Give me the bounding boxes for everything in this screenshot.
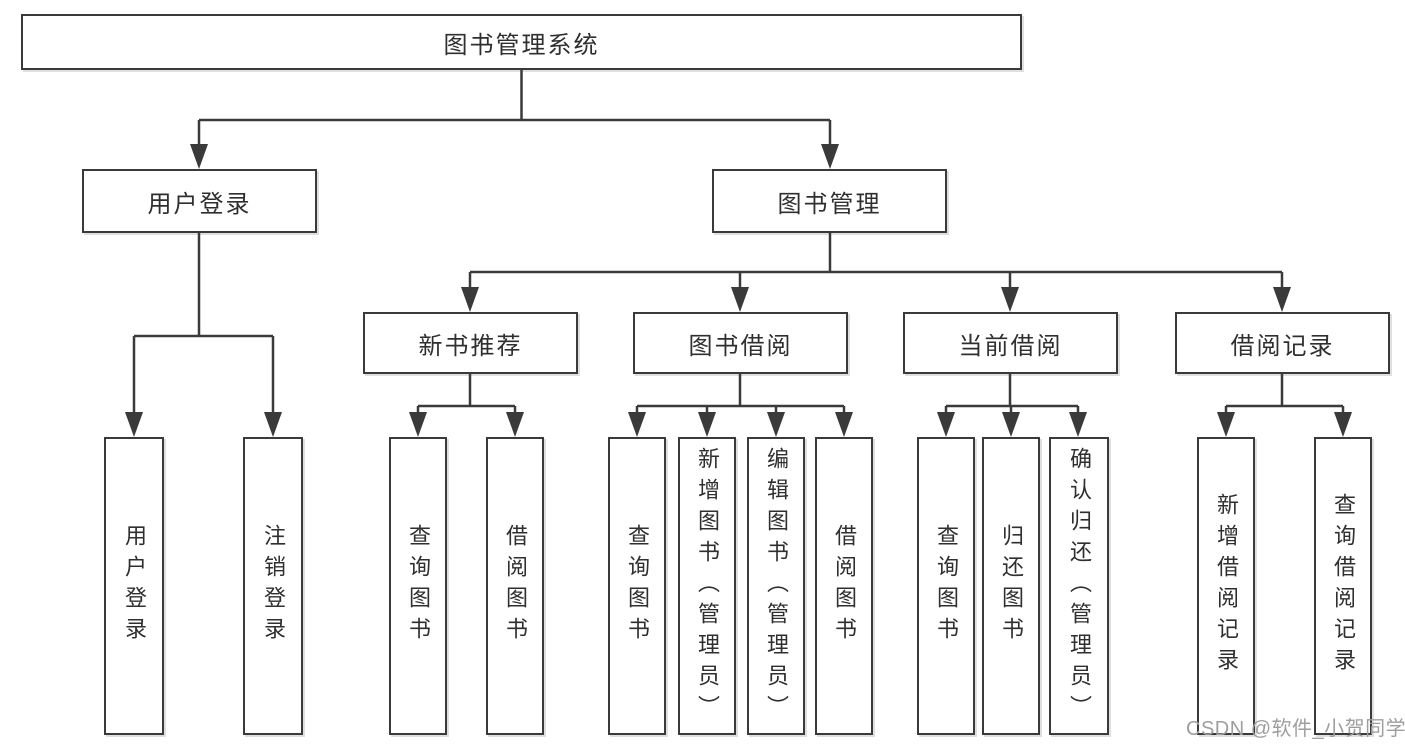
node-label: 查询图书 [625,524,650,648]
node-label: 借阅图书 [832,524,857,648]
node-label: 借阅图书 [503,524,528,648]
node-label: 图书管理系统 [443,31,600,59]
node-label: 查询图书 [934,524,959,648]
leaf-nb-query-books: 查询图书 [389,437,447,735]
leaf-bb-edit-book-admin: 编辑图书（管理员） [747,437,805,735]
leaf-cb-return-books: 归还图书 [982,437,1040,735]
node-label: 当前借阅 [958,332,1063,360]
node-label: 图书借阅 [688,332,793,360]
leaf-cb-confirm-return-admin: 确认归还（管理员） [1049,437,1109,735]
node-user-login: 用户登录 [82,169,317,233]
node-book-management: 图书管理 [712,169,947,233]
connector-book-borrow-branch [628,374,853,437]
connector-root-to-level2 [190,69,839,169]
node-label: 确认归还（管理员） [1067,446,1092,726]
node-label: 图书管理 [777,190,882,218]
node-label: 借阅记录 [1230,332,1335,360]
node-label: 注销登录 [261,524,286,648]
watermark: CSDN @软件_小贺同学 [1186,718,1405,740]
leaf-nb-borrow-books: 借阅图书 [486,437,544,735]
leaf-bb-query-books: 查询图书 [608,437,666,735]
node-book-borrow: 图书借阅 [633,312,848,374]
node-root: 图书管理系统 [21,14,1022,70]
connector-user-login-branch [125,233,282,437]
connector-book-management-branch [461,233,1291,312]
node-label: 新书推荐 [418,332,523,360]
node-label: 编辑图书（管理员） [764,446,789,726]
node-current-borrow: 当前借阅 [903,312,1118,374]
node-label: 查询图书 [406,524,431,648]
leaf-logout: 注销登录 [243,437,303,735]
connector-borrow-records-branch [1217,374,1352,437]
leaf-cb-query-books: 查询图书 [917,437,975,735]
node-label: 归还图书 [999,524,1024,648]
leaf-br-add-borrow-record: 新增借阅记录 [1197,437,1255,735]
node-new-book-recommend: 新书推荐 [363,312,578,374]
leaf-user-login: 用户登录 [104,437,164,735]
node-label: 查询借阅记录 [1331,493,1356,679]
node-borrow-records: 借阅记录 [1175,312,1390,374]
connector-current-borrow-branch [937,374,1087,437]
node-label: 新增借阅记录 [1214,493,1239,679]
leaf-bb-add-book-admin: 新增图书（管理员） [678,437,736,735]
leaf-bb-borrow-books: 借阅图书 [815,437,873,735]
connector-new-book-recommend-branch [409,374,524,437]
node-label: 新增图书（管理员） [695,446,720,726]
leaf-br-query-borrow-record: 查询借阅记录 [1314,437,1372,735]
node-label: 用户登录 [147,190,252,218]
node-label: 用户登录 [122,524,147,648]
